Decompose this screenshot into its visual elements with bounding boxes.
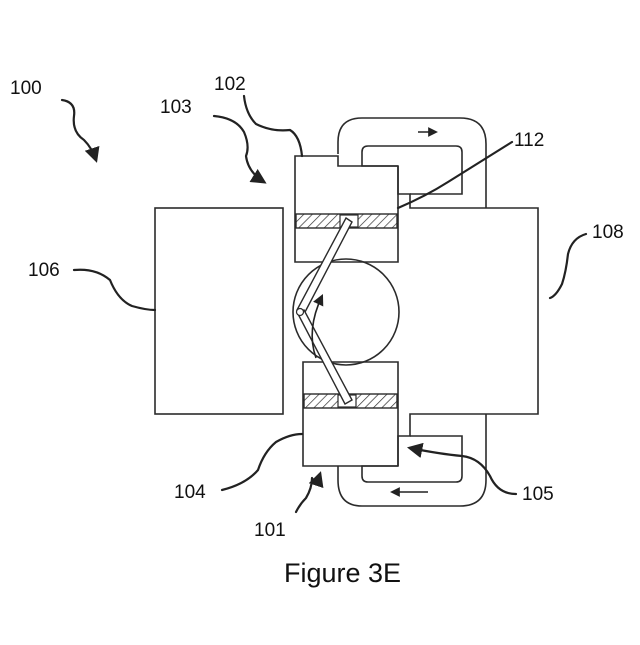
leader-103 <box>214 116 264 182</box>
leader-106 <box>74 270 155 310</box>
inner-loop-wall-top <box>362 146 462 194</box>
leader-101 <box>296 474 320 512</box>
label-112: 112 <box>514 130 544 151</box>
lower-connecting-rod <box>297 310 352 404</box>
inner-loop-wall-bottom <box>362 436 462 482</box>
leader-102 <box>244 96 302 156</box>
upper-cylinder-102 <box>295 156 398 262</box>
label-105: 105 <box>522 484 554 505</box>
label-101: 101 <box>254 520 286 541</box>
left-block-106 <box>155 208 283 414</box>
lower-cylinder-101 <box>303 362 398 466</box>
leader-112 <box>398 142 512 208</box>
leader-104 <box>222 434 302 490</box>
label-102: 102 <box>214 74 246 95</box>
label-108: 108 <box>592 222 624 243</box>
label-104: 104 <box>174 482 206 503</box>
crank-wheel <box>293 259 399 365</box>
crank-pin <box>297 309 304 316</box>
leader-105 <box>410 448 516 494</box>
leader-100 <box>62 100 96 160</box>
leader-108 <box>550 234 586 298</box>
figure-caption: Figure 3E <box>284 558 401 588</box>
upper-connecting-rod <box>297 218 352 314</box>
label-106: 106 <box>28 260 60 281</box>
label-103: 103 <box>160 97 192 118</box>
label-100: 100 <box>10 78 42 99</box>
right-housing-108 <box>398 166 538 466</box>
